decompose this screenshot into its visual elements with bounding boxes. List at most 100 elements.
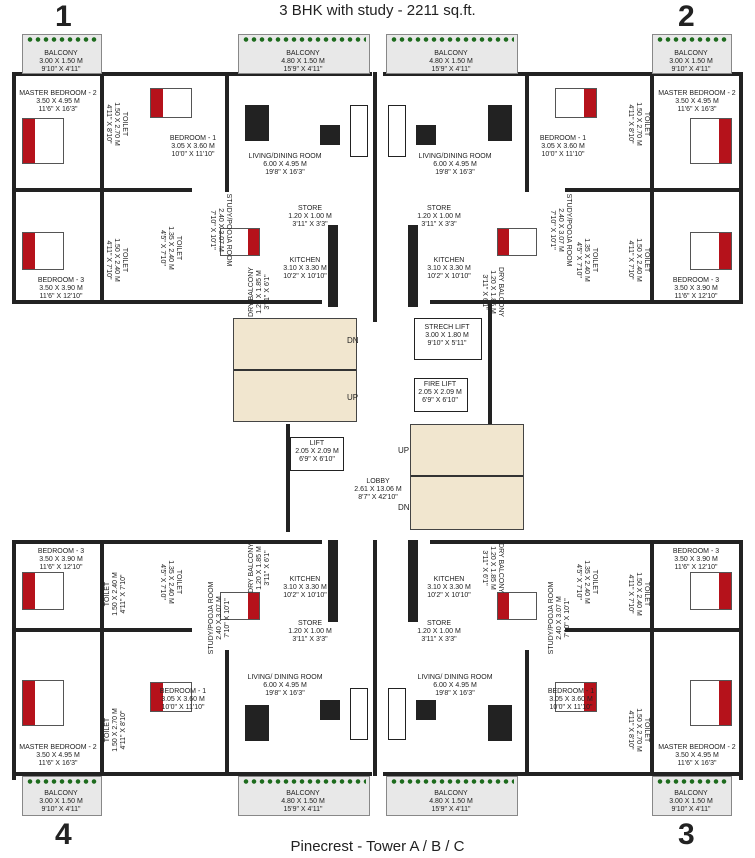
room-size-m: 1.20 X 1.85 M bbox=[489, 270, 496, 314]
room-size-m: 3.50 X 4.95 M bbox=[675, 752, 719, 759]
room-name: BEDROOM - 3 bbox=[37, 548, 85, 555]
room-size-m: 6.00 X 4.95 M bbox=[263, 161, 307, 168]
room-name: DRY BALCONY bbox=[497, 267, 504, 317]
room-name: STRECH LIFT bbox=[424, 324, 470, 331]
room-name: STUDY/POOJA ROOM bbox=[565, 193, 572, 267]
room-name: KITCHEN bbox=[433, 576, 465, 583]
room-size-ft: 4'5" X 7'10" bbox=[159, 564, 166, 600]
wall bbox=[12, 72, 372, 76]
room-size-ft: 4'5" X 7'10" bbox=[575, 242, 582, 278]
room-size-m: 4.80 X 1.50 M bbox=[429, 58, 473, 65]
room-name: TOILET bbox=[643, 111, 650, 137]
room-size-m: 1.20 X 1.85 M bbox=[489, 546, 496, 590]
kitchen-counter bbox=[408, 540, 418, 622]
room-size-m: 3.50 X 4.95 M bbox=[36, 752, 80, 759]
room-size-ft: 4'11" X 7'10" bbox=[627, 574, 634, 614]
room-name: TOILET bbox=[104, 717, 111, 743]
wall bbox=[739, 540, 743, 780]
room-size-m: 1.20 X 1.85 M bbox=[256, 546, 263, 590]
room-size-m: 2.05 X 2.09 M bbox=[418, 389, 462, 396]
wall bbox=[650, 540, 654, 775]
room-size-ft: 4'11" X 7'10" bbox=[120, 574, 127, 614]
wall bbox=[225, 72, 229, 192]
bed bbox=[690, 118, 732, 164]
room-size-ft: 7'10" X 10'1" bbox=[549, 210, 556, 250]
coffee-table bbox=[320, 700, 340, 720]
room-name: BEDROOM - 3 bbox=[672, 277, 720, 284]
room-size-ft: 3'11" X 6'1" bbox=[264, 274, 271, 310]
room-name: BALCONY bbox=[434, 50, 468, 57]
room-size-m: 3.10 X 3.30 M bbox=[283, 265, 327, 272]
room-size-m: 4.80 X 1.50 M bbox=[281, 798, 325, 805]
room-name: TOILET bbox=[121, 247, 128, 273]
room-size-m: 2.40 X 3.07 M bbox=[556, 596, 563, 640]
room-size-ft: 3'11" X 6'1" bbox=[264, 550, 271, 586]
bed bbox=[150, 682, 192, 712]
balcony bbox=[386, 776, 518, 816]
footer-title: Pinecrest - Tower A / B / C bbox=[290, 838, 465, 855]
room-size-ft: 3'11" X 3'3" bbox=[421, 636, 457, 643]
wall bbox=[12, 772, 372, 776]
room-size-m: 3.00 X 1.50 M bbox=[669, 798, 713, 805]
room-name: BEDROOM - 3 bbox=[37, 277, 85, 284]
room-size-ft: 10'2" X 10'10" bbox=[427, 592, 471, 599]
wall bbox=[525, 72, 529, 192]
room-size-ft: 6'9" X 6'10" bbox=[299, 456, 335, 463]
room-size-m: 2.40 X 3.07 M bbox=[216, 596, 223, 640]
room-name: DRY BALCONY bbox=[248, 267, 255, 317]
room-size-ft: 10'0" X 11'10" bbox=[549, 704, 593, 711]
wall bbox=[225, 650, 229, 775]
room-name: MASTER BEDROOM - 2 bbox=[658, 90, 736, 97]
room-size-m: 3.00 X 1.80 M bbox=[425, 332, 469, 339]
wall bbox=[383, 772, 743, 776]
room-size-ft: 3'11" X 6'1" bbox=[481, 550, 488, 586]
room-name: TOILET bbox=[591, 247, 598, 273]
room-name: BEDROOM - 1 bbox=[539, 135, 587, 142]
wall bbox=[373, 540, 377, 776]
room-size-ft: 9'10" X 4'11" bbox=[41, 806, 81, 813]
room-size-m: 1.20 X 1.00 M bbox=[288, 213, 332, 220]
stair-dn-label: DN bbox=[398, 503, 410, 512]
room-size-ft: 10'0" X 11'10" bbox=[161, 704, 205, 711]
room-name: STORE bbox=[298, 620, 322, 627]
kitchen-counter bbox=[408, 225, 418, 307]
room-size-ft: 11'6" X 16'3" bbox=[38, 760, 78, 767]
room-size-m: 1.35 X 2.40 M bbox=[167, 226, 174, 270]
room-name: TOILET bbox=[643, 581, 650, 607]
room-name: BEDROOM - 3 bbox=[672, 548, 720, 555]
bed bbox=[22, 680, 64, 726]
room-size-m: 2.61 X 13.06 M bbox=[354, 486, 402, 493]
room-size-m: 3.50 X 4.95 M bbox=[36, 98, 80, 105]
room-name: TOILET bbox=[175, 235, 182, 261]
room-size-ft: 15'9" X 4'11" bbox=[283, 806, 323, 813]
room-name: LIVING/ DINING ROOM bbox=[417, 674, 493, 681]
room-name: BALCONY bbox=[674, 790, 708, 797]
room-size-m: 3.50 X 3.90 M bbox=[39, 285, 83, 292]
room-name: STUDY/POOJA ROOM bbox=[548, 581, 555, 655]
room-name: BEDROOM - 1 bbox=[547, 688, 595, 695]
stair-up-label: UP bbox=[398, 446, 410, 455]
room-name: LIVING/DINING ROOM bbox=[248, 153, 322, 160]
